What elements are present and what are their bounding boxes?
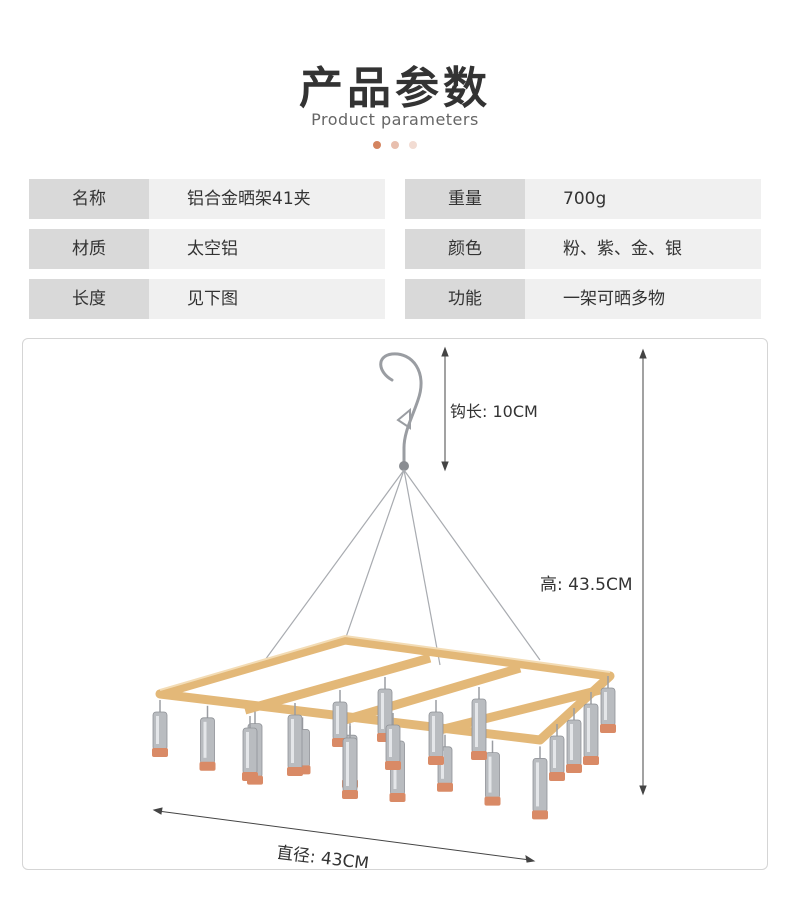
clothes-clip: [484, 740, 501, 806]
clothes-clip: [377, 677, 393, 742]
hook-length-label: 钩长: 10CM: [450, 402, 538, 421]
rack-frame: [155, 635, 615, 745]
dimension-lines: [152, 346, 647, 863]
diameter-label: 直径: 43CM: [278, 842, 371, 868]
dot-3: [409, 141, 417, 149]
dot-2: [391, 141, 399, 149]
table-row: 名称 铝合金晒架41夹 重量 700g: [29, 179, 761, 219]
table-row: 长度 见下图 功能 一架可晒多物: [29, 279, 761, 319]
parameter-table: 名称 铝合金晒架41夹 重量 700g 材质 太空铝 颜色 粉、紫、金、银 长度…: [29, 179, 761, 329]
page-subtitle: Product parameters: [311, 110, 479, 129]
param-value: 铝合金晒架41夹: [149, 179, 385, 219]
decorative-dots: [0, 141, 790, 149]
clips: [152, 676, 616, 820]
clothes-clip: [199, 705, 216, 771]
support-wires: [264, 469, 541, 666]
clothes-clip: [385, 713, 401, 770]
param-value: 太空铝: [149, 229, 385, 269]
param-value: 粉、紫、金、银: [525, 229, 761, 269]
swivel: [399, 461, 409, 471]
param-value: 700g: [525, 179, 761, 219]
clothes-clip: [566, 708, 582, 773]
param-label: 颜色: [405, 229, 525, 269]
table-row: 材质 太空铝 颜色 粉、紫、金、银: [29, 229, 761, 269]
height-label: 高: 43.5CM: [540, 575, 633, 595]
param-value: 见下图: [149, 279, 385, 319]
param-label: 长度: [29, 279, 149, 319]
clothes-clip: [342, 726, 358, 799]
clothes-clip: [428, 700, 444, 765]
page-title: 产品参数: [299, 63, 491, 114]
dot-1: [373, 141, 381, 149]
clothes-clip: [471, 687, 487, 760]
param-value: 一架可晒多物: [525, 279, 761, 319]
clothes-clip: [532, 746, 548, 820]
param-label: 名称: [29, 179, 149, 219]
param-label: 重量: [405, 179, 525, 219]
param-label: 功能: [405, 279, 525, 319]
clothes-clip: [287, 703, 303, 776]
hook: [379, 352, 423, 468]
clothes-clip: [600, 676, 616, 733]
clothes-clip: [152, 700, 168, 757]
clothes-clip: [242, 716, 258, 781]
param-label: 材质: [29, 229, 149, 269]
clothes-clip: [583, 692, 599, 765]
clothes-clip: [549, 724, 565, 781]
